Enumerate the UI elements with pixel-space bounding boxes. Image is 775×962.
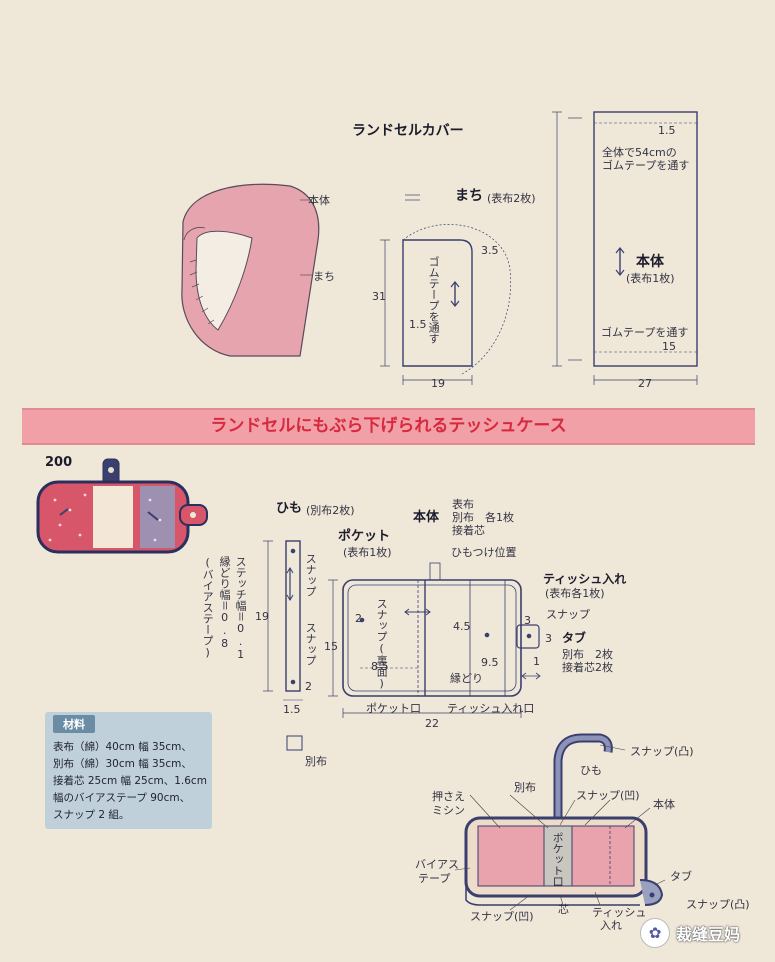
strap-margin: 2 <box>305 680 312 693</box>
gusset-title: まち <box>455 188 483 204</box>
asm-stitch-1: 押さえ <box>432 790 465 803</box>
case-tab-h: 1 <box>533 655 540 668</box>
section-banner: ランドセルにもぶら下げられるテッシュケース <box>22 408 755 445</box>
cover-title: ランドセルカバー <box>352 123 464 139</box>
cover-illustration <box>181 183 320 357</box>
materials-title: 材料 <box>53 715 95 733</box>
case-pocket-m: 2 <box>355 612 362 625</box>
case-body-title: 本体 <box>413 510 440 525</box>
case-tab-w-2: 3 <box>545 632 552 645</box>
asm-stitch-2: ミシン <box>432 804 465 817</box>
materials-line: スナップ 2 組。 <box>53 809 130 821</box>
asm-tissue-1: ティッシュ <box>592 906 647 919</box>
asm-pocket-opening: ポケット口 <box>551 832 565 887</box>
body-note: (表布1枚) <box>626 272 675 285</box>
body-top-note-2: ゴムテープを通す <box>602 159 690 172</box>
case-tab-title: タブ <box>562 631 587 645</box>
case-photo <box>36 458 208 554</box>
case-tab-w: 3 <box>524 614 531 627</box>
asm-snap-concave: スナップ(凹) <box>576 789 640 802</box>
stitch-note-3: (バイアステープ) <box>201 556 215 659</box>
case-tissue-note: (表布各1枚) <box>545 587 605 600</box>
gusset-side: 1.5 <box>409 318 427 331</box>
case-tissue-title: ティッシュ入れ <box>543 572 627 586</box>
asm-bias-2: テープ <box>418 872 451 885</box>
materials-line: 別布（綿）30cm 幅 35cm、 <box>53 758 192 770</box>
asm-snap-convex-2: スナップ(凸) <box>686 898 750 911</box>
stitch-note-1: ステッチ幅＝0.1 <box>234 556 248 661</box>
body-top-margin: 1.5 <box>658 124 676 137</box>
wechat-icon: ✿ <box>640 918 670 948</box>
watermark: ✿ 裁缝豆妈 <box>640 918 740 948</box>
case-tab-note-2: 接着芯2枚 <box>562 661 613 674</box>
case-body-note-2: 別布 各1枚 <box>452 511 514 524</box>
asm-snap-concave-2: スナップ(凹) <box>470 910 534 923</box>
asm-strap: ひも <box>580 764 602 777</box>
case-pocket-opening: ポケット口 <box>366 702 421 715</box>
gusset-note: (表布2枚) <box>487 192 536 205</box>
asm-body: 本体 <box>653 798 675 811</box>
banner-title: ランドセルにもぶら下げられるテッシュケース <box>210 416 567 436</box>
case-body-note-3: 接着芯 <box>452 524 485 537</box>
asm-snap-convex: スナップ(凸) <box>630 745 694 758</box>
asm-tissue-2: 入れ <box>600 919 622 932</box>
materials-line: 表布（綿）40cm 幅 35cm、 <box>53 741 192 753</box>
strap-note: (別布2枚) <box>306 504 355 517</box>
item-number: 200 <box>45 455 73 470</box>
case-pocket-w: 8.5 <box>371 660 389 673</box>
watermark-text: 裁缝豆妈 <box>676 925 741 944</box>
stitch-note-2: 縁どり幅＝0.8 <box>218 556 232 650</box>
case-snap: スナップ <box>546 608 590 621</box>
case-binding: 縁どり <box>450 672 483 685</box>
cover-gusset-label: まち <box>313 270 335 283</box>
asm-core: 芯 <box>558 903 569 916</box>
materials-line: 接着芯 25cm 幅 25cm、1.6cm <box>53 775 207 787</box>
asm-cloth: 別布 <box>514 781 536 794</box>
body-bottom-note: ゴムテープを通す <box>601 326 689 339</box>
materials-line: 幅のバイアステープ 90cm、 <box>53 792 191 804</box>
case-strap-pos: ひもつけ位置 <box>451 546 517 559</box>
body-top-note-1: 全体で54cmの <box>602 146 677 159</box>
gusset-tape-note: ゴムテープを通す <box>427 256 441 344</box>
case-pocket-note: (表布1枚) <box>343 546 392 559</box>
strap-pattern <box>263 540 303 751</box>
assembly-illustration <box>454 733 666 911</box>
case-height: 15 <box>324 640 338 653</box>
cover-body-label: 本体 <box>308 194 330 207</box>
strap-snap-2: スナップ <box>304 622 318 666</box>
strap-title: ひも <box>276 501 303 516</box>
asm-bias-1: バイアス <box>415 858 459 871</box>
case-pocket-title: ポケット <box>338 529 391 544</box>
gusset-pattern <box>380 194 511 385</box>
gusset-corner: 3.5 <box>481 244 499 257</box>
materials-box: 材料 表布（綿）40cm 幅 35cm、 別布（綿）30cm 幅 35cm、 接… <box>45 712 212 829</box>
case-pattern <box>328 562 541 718</box>
body-bottom-margin: 15 <box>662 340 676 353</box>
case-tab-note-1: 別布 2枚 <box>562 648 613 661</box>
case-snap-back: スナップ(裏面) <box>375 598 389 690</box>
gusset-width: 19 <box>431 377 445 390</box>
strap-cloth: 別布 <box>305 755 327 768</box>
strap-width: 1.5 <box>283 703 301 716</box>
gusset-height: 31 <box>372 290 386 303</box>
case-width: 22 <box>425 717 439 730</box>
asm-tab: タブ <box>670 870 692 883</box>
case-mid: 4.5 <box>453 620 471 633</box>
body-title: 本体 <box>636 254 664 270</box>
case-tissue-w: 9.5 <box>481 656 499 669</box>
strap-snap-1: スナップ <box>304 553 318 597</box>
case-body-note-1: 表布 <box>452 498 474 511</box>
case-tissue-opening: ティッシュ入れ口 <box>447 702 535 715</box>
body-width: 27 <box>638 377 652 390</box>
strap-height: 19 <box>255 610 269 623</box>
body-pattern <box>552 111 698 385</box>
